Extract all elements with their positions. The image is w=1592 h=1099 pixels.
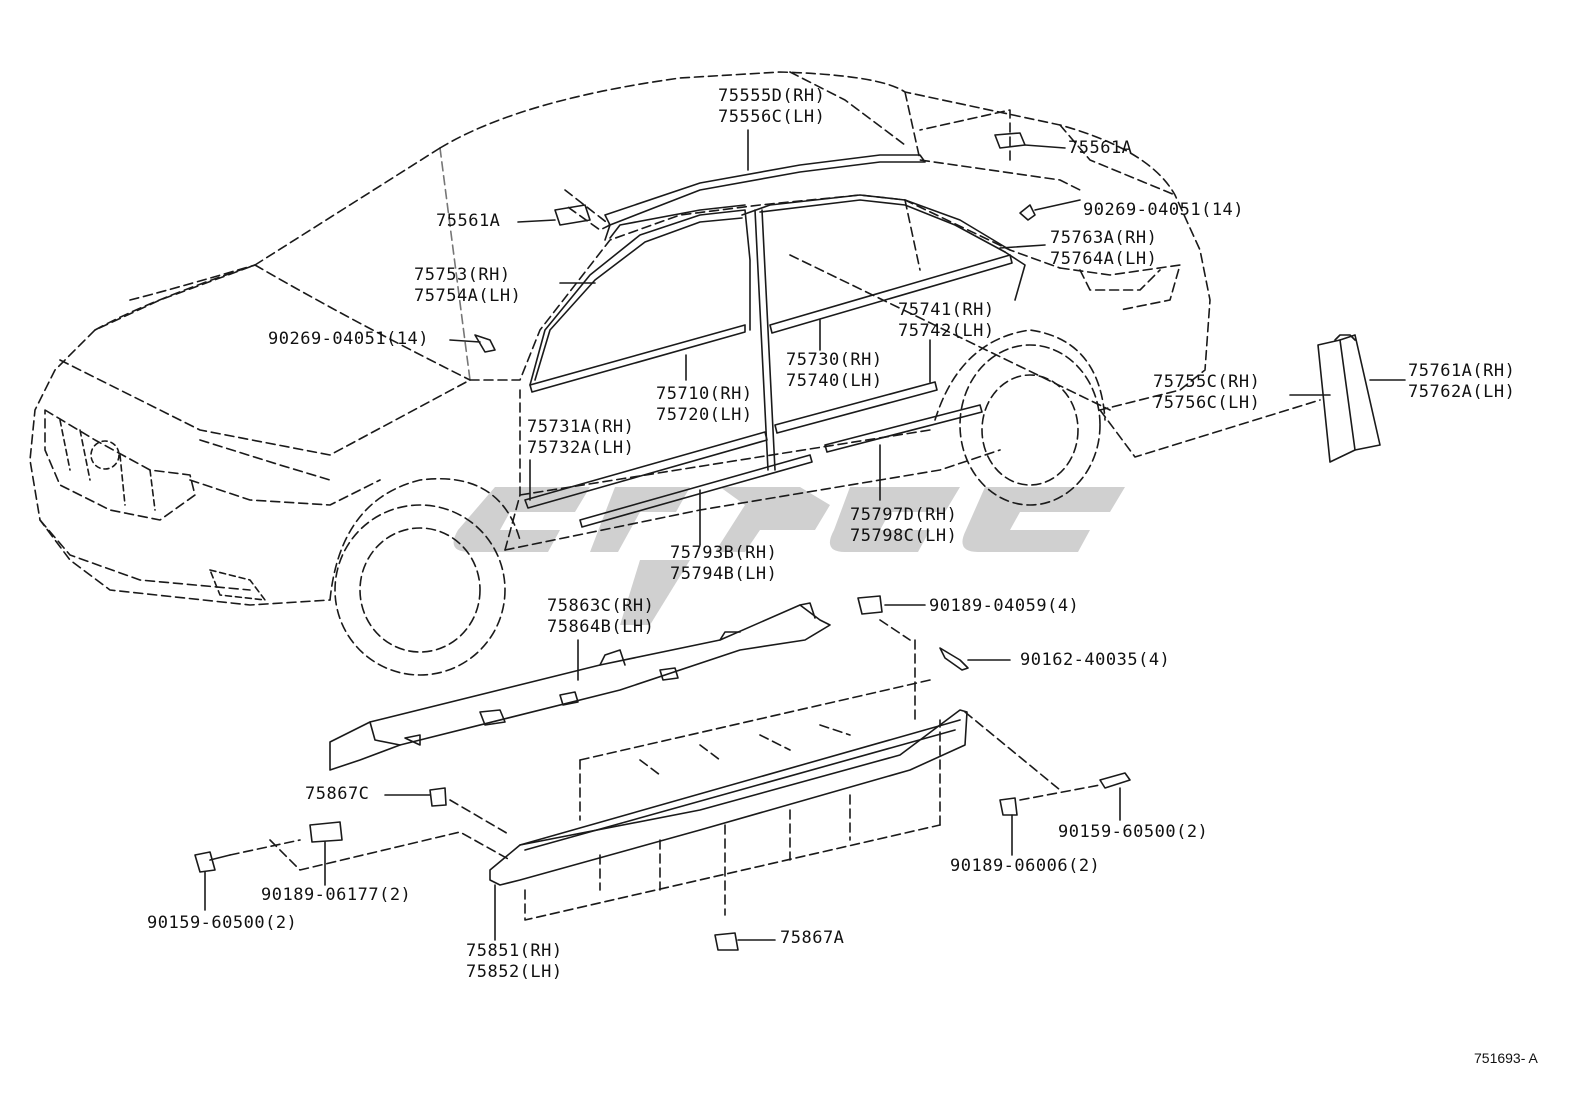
part-number: 75742(LH) [898, 321, 995, 341]
part-number: 75764A(LH) [1050, 249, 1158, 269]
part-label-windshield-molding: 75753(RH) 75754A(LH) [414, 265, 521, 307]
part-label-clip-75867A: 75867A [780, 928, 844, 949]
part-label-screw-right: 90159-60500(2) [1058, 822, 1208, 843]
part-label-pillar-garnish: 75761A(RH) 75762A(LH) [1408, 361, 1515, 403]
part-number: 75793B(RH) [670, 543, 778, 563]
part-number: 75763A(RH) [1050, 228, 1158, 248]
part-number: 90269-04051(14) [268, 329, 430, 349]
part-number: 75867A [780, 928, 845, 948]
part-label-front-door-protector: 75731A(RH) 75732A(LH) [527, 417, 634, 459]
part-label-screw-left: 90159-60500(2) [147, 913, 297, 934]
part-number: 75732A(LH) [527, 438, 635, 458]
part-number: 90189-04059(4) [929, 596, 1080, 616]
part-number: 75756C(LH) [1153, 393, 1261, 413]
part-number: 75754A(LH) [414, 286, 522, 306]
part-label-rear-door-belt: 75730(RH) 75740(LH) [786, 350, 883, 392]
part-number: 75762A(LH) [1408, 382, 1516, 402]
part-number: 75555D(RH) [718, 86, 826, 106]
part-number: 75864B(LH) [547, 617, 655, 637]
part-label-clip-75867C: 75867C [305, 784, 369, 805]
part-number: 75561A [436, 211, 501, 231]
part-label-nut-06006: 90189-06006(2) [950, 856, 1100, 877]
part-number: 75720(LH) [656, 405, 753, 425]
part-number: 75731A(RH) [527, 417, 635, 437]
part-number: 90269-04051(14) [1083, 200, 1245, 220]
part-number: 90159-60500(2) [147, 913, 298, 933]
part-label-clip-top: 75561A [1068, 138, 1132, 159]
part-label-rear-door-protector: 75797D(RH) 75798C(LH) [850, 505, 957, 547]
watermark-logo [453, 487, 1125, 625]
part-label-rocker-reinforcement: 75863C(RH) 75864B(LH) [547, 596, 654, 638]
part-number: 75798C(LH) [850, 526, 958, 546]
part-label-nut-06177: 90189-06177(2) [261, 885, 411, 906]
part-label-screw-40035: 90162-40035(4) [1020, 650, 1170, 671]
part-number: 90162-40035(4) [1020, 650, 1171, 670]
part-number: 75867C [305, 784, 370, 804]
part-number: 75753(RH) [414, 265, 511, 285]
diagram-reference-number: 751693- A [1474, 1050, 1538, 1066]
part-number: 75755C(RH) [1153, 372, 1261, 392]
part-number: 90159-60500(2) [1058, 822, 1209, 842]
part-label-rear-door-molding: 75741(RH) 75742(LH) [898, 300, 995, 342]
part-number: 75710(RH) [656, 384, 753, 404]
part-label-rivet-left: 90269-04051(14) [268, 329, 429, 350]
part-number: 75741(RH) [898, 300, 995, 320]
part-label-rocker-panel: 75851(RH) 75852(LH) [466, 941, 563, 983]
part-label-clip-left: 75561A [436, 211, 500, 232]
part-label-nut-04059: 90189-04059(4) [929, 596, 1079, 617]
part-number: 90189-06177(2) [261, 885, 412, 905]
part-number: 75761A(RH) [1408, 361, 1516, 381]
part-number: 75794B(LH) [670, 564, 778, 584]
part-label-rivet-right: 90269-04051(14) [1083, 200, 1244, 221]
part-label-front-door-belt: 75710(RH) 75720(LH) [656, 384, 753, 426]
part-number: 75851(RH) [466, 941, 563, 961]
part-label-quarter-molding: 75755C(RH) 75756C(LH) [1153, 372, 1260, 414]
part-number: 90189-06006(2) [950, 856, 1101, 876]
part-number: 75740(LH) [786, 371, 883, 391]
part-label-roof-drip-molding: 75555D(RH) 75556C(LH) [718, 86, 825, 128]
part-number: 75561A [1068, 138, 1133, 158]
part-number: 75797D(RH) [850, 505, 958, 525]
part-label-lower-protector: 75793B(RH) 75794B(LH) [670, 543, 777, 585]
part-number: 75730(RH) [786, 350, 883, 370]
part-label-rear-belt-molding: 75763A(RH) 75764A(LH) [1050, 228, 1157, 270]
part-number: 75863C(RH) [547, 596, 655, 616]
part-number: 75556C(LH) [718, 107, 826, 127]
part-number: 75852(LH) [466, 962, 563, 982]
